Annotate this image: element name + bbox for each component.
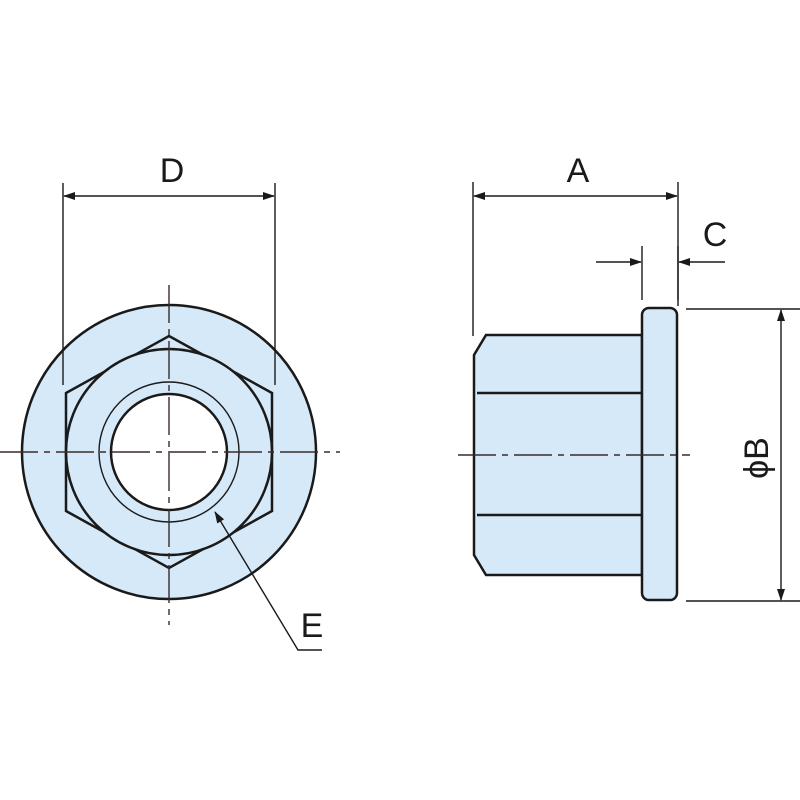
dimension-b-label: ϕB	[738, 437, 776, 479]
dimension-c-label: C	[703, 216, 728, 254]
dimension-e-label: E	[301, 607, 324, 645]
side-view: A C ϕB	[458, 152, 800, 602]
dimension-d-label: D	[160, 152, 185, 190]
e-leader-line	[214, 511, 322, 651]
dimension-a-label: A	[567, 152, 590, 190]
flange-side	[640, 306, 679, 602]
front-view: D E	[0, 152, 340, 651]
